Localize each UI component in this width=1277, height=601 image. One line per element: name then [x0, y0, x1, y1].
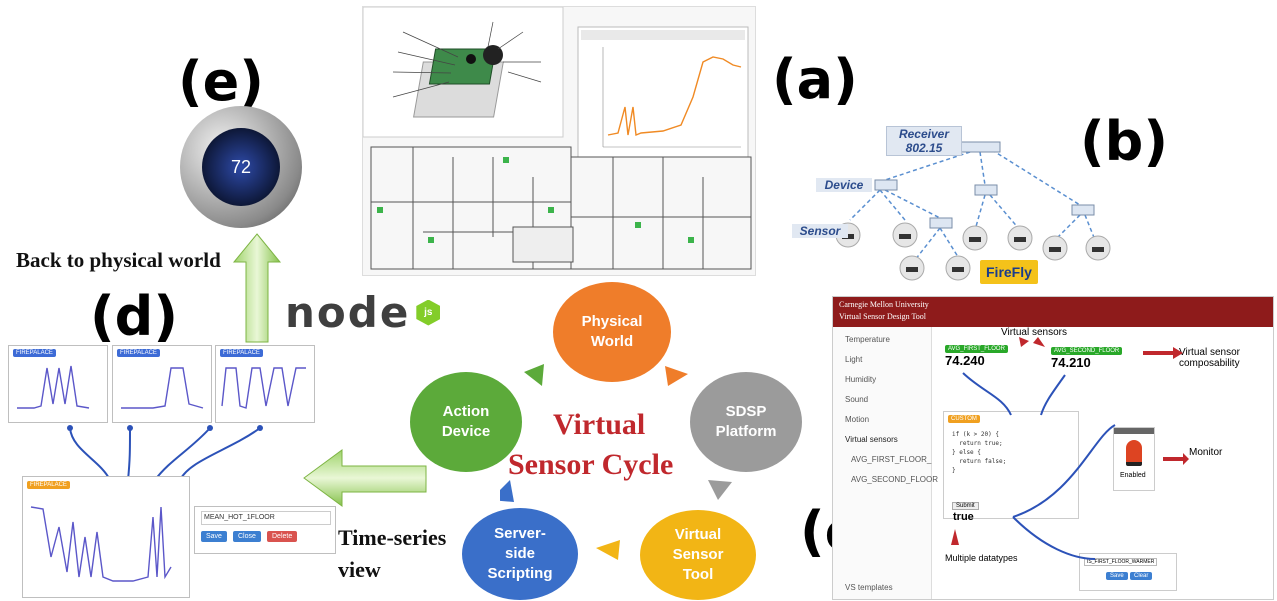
true-output: true	[953, 511, 974, 523]
js-text: js	[424, 307, 433, 318]
sidebar-item-virtual-sensors[interactable]: Virtual sensors	[845, 435, 898, 444]
timeseries-tag-1: FIREPALACE	[13, 349, 56, 357]
vs1-tag: AVG_FIRST_FLOOR	[945, 345, 1008, 353]
label-d: (d)	[90, 285, 179, 348]
monitor-header	[1114, 428, 1154, 434]
timeseries-close-button[interactable]: Close	[233, 531, 261, 542]
code-text: if (k > 20) { return true; } else { retu…	[952, 431, 1007, 474]
monitor-widget: Enabled	[1113, 427, 1155, 491]
output-save-button[interactable]: Save	[1106, 572, 1128, 580]
timeseries-panel-2: FIREPALACE	[112, 345, 212, 423]
timeseries-tag-2: FIREPALACE	[117, 349, 160, 357]
design-tool-panel: Carnegie Mellon University Virtual Senso…	[832, 296, 1274, 600]
network-diagram	[835, 141, 1111, 281]
thermostat-temperature: 72	[230, 156, 252, 177]
sensor-label: Sensor	[792, 224, 848, 238]
back-to-physical-text: Back to physical world	[16, 248, 221, 272]
code-block: CUSTOM if (k > 20) { return true; } else…	[943, 411, 1079, 519]
vs2-tag: AVG_SECOND_FLOOR	[1051, 347, 1123, 355]
vs2-value: 74.210	[1051, 355, 1091, 370]
left-arrow	[303, 449, 427, 507]
monitor-status: Enabled	[1120, 472, 1146, 479]
timeseries-save-button[interactable]: Save	[201, 531, 227, 542]
timeseries-tag-3: FIREPALACE	[220, 349, 263, 357]
design-tool-header: Carnegie Mellon University Virtual Senso…	[833, 297, 1273, 327]
up-arrow	[232, 233, 282, 343]
cycle-sdsp-platform: SDSP Platform	[690, 372, 802, 472]
sidebar-item-light[interactable]: Light	[845, 355, 863, 364]
firefly-logo: FireFly	[980, 260, 1038, 284]
node-text: node	[285, 288, 411, 337]
design-tool-sidebar: Temperature Light Humidity Sound Motion …	[833, 327, 938, 599]
design-tool-connectors	[951, 337, 1189, 560]
cycle-title-line1: Virtual	[553, 408, 646, 441]
nodejs-logo: node js	[285, 288, 441, 337]
header-university: Carnegie Mellon University	[839, 300, 929, 309]
output-tag: IS_FIRST_FLOOR_WARMER	[1084, 558, 1158, 566]
cycle-virtual-sensor-tool: Virtual Sensor Tool	[640, 510, 756, 600]
timeseries-delete-button[interactable]: Delete	[267, 531, 298, 542]
cycle-title-line2: Sensor Cycle	[508, 448, 674, 481]
vs1-value: 74.240	[945, 353, 985, 368]
sidebar-item-vs-templates[interactable]: VS templates	[845, 583, 893, 592]
virtual-sensors-caption: Virtual sensors	[1001, 327, 1067, 338]
code-tag: CUSTOM	[948, 415, 980, 423]
sidebar-item-temperature[interactable]: Temperature	[845, 335, 890, 344]
output-clear-button[interactable]: Clear	[1130, 572, 1153, 580]
monitor-caption: Monitor	[1189, 447, 1223, 458]
cycle-arrows	[500, 364, 732, 560]
timeseries-panel-1: FIREPALACE	[8, 345, 108, 423]
receiver-label: Receiver 802.15	[886, 126, 962, 156]
floorplan-drawing	[363, 7, 752, 270]
output-block: IS_FIRST_FLOOR_WARMER Save Clear	[1079, 553, 1177, 591]
label-a: (a)	[772, 48, 858, 111]
timeseries-main-panel: FIREPALACE	[22, 476, 190, 598]
siren-icon	[1126, 440, 1142, 466]
sidebar-item-sound[interactable]: Sound	[845, 395, 869, 404]
multiple-datatypes-caption: Multiple datatypes	[945, 553, 1018, 563]
sidebar-item-avg-first[interactable]: AVG_FIRST_FLOOR_	[851, 455, 932, 464]
cycle-server-side-scripting: Server- side Scripting	[462, 508, 578, 600]
timeseries-panel-3: FIREPALACE	[215, 345, 315, 423]
cycle-action-device: Action Device	[410, 372, 522, 472]
label-b: (b)	[1080, 110, 1169, 173]
js-hexagon-icon: js	[416, 299, 441, 326]
timeseries-dialog: MEAN_HOT_1FLOOR Save Close Delete	[194, 506, 336, 554]
sidebar-item-motion[interactable]: Motion	[845, 415, 870, 424]
timeseries-name-input[interactable]: MEAN_HOT_1FLOOR	[201, 511, 331, 525]
floorplan-panel	[362, 6, 756, 276]
label-e: (e)	[178, 50, 264, 113]
thermostat-face: 72	[202, 128, 280, 206]
device-label: Device	[816, 178, 872, 192]
submit-button[interactable]: Submit	[952, 502, 979, 510]
sidebar-item-avg-second[interactable]: AVG_SECOND_FLOOR	[851, 475, 938, 484]
timeseries-main-tag: FIREPALACE	[27, 481, 70, 489]
header-tool-name: Virtual Sensor Design Tool	[839, 312, 927, 321]
timeseries-connectors	[67, 425, 263, 481]
cycle-physical-world: Physical World	[553, 282, 671, 382]
composability-caption: Virtual sensor composability	[1179, 347, 1240, 369]
thermostat: 72	[180, 106, 302, 228]
sidebar-item-humidity[interactable]: Humidity	[845, 375, 877, 384]
time-series-text: Time-series view	[338, 525, 447, 582]
